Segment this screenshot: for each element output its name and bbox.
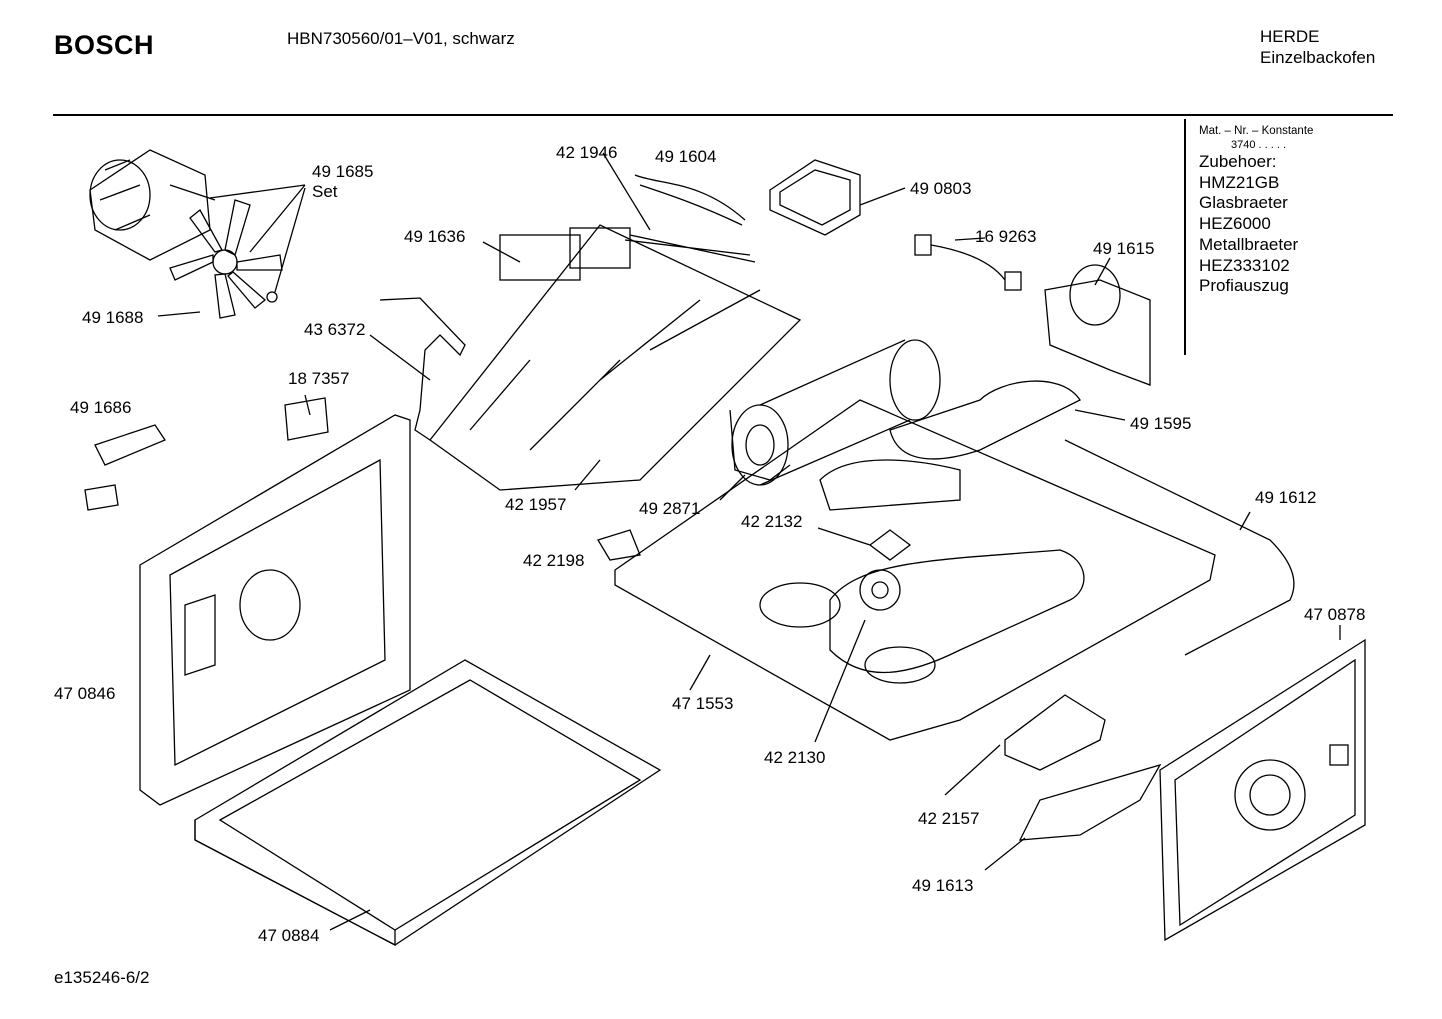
wire-illustration: [634, 174, 746, 221]
top-plate-illustration: [379, 224, 802, 491]
fan-motor-illustration: [89, 149, 216, 261]
accessory-item: Metallbraeter: [1199, 234, 1299, 254]
part-label-422157: 42 2157: [918, 809, 980, 828]
oven-plate-illustration: [614, 399, 1216, 741]
accessory-item: Profiauszug: [1199, 276, 1289, 296]
sensor-illustration: [1064, 439, 1295, 656]
tangential-fan-illustration: [729, 339, 941, 486]
bracket-illustration: [1044, 264, 1151, 386]
mat-number-label: Mat. – Nr. – Konstante: [1199, 125, 1314, 137]
tray-illustration: [194, 659, 662, 947]
brand-logo: BOSCH: [54, 30, 155, 60]
side-panel-illustration: [139, 414, 411, 806]
shield-illustration: [1018, 763, 1162, 841]
part-label-491636: 49 1636: [404, 227, 466, 246]
accessory-item: HEZ333102: [1199, 255, 1290, 275]
appliance-category: HERDE Einzelbackofen: [1260, 26, 1375, 68]
part-label-491613: 49 1613: [912, 876, 974, 895]
fan-blade-illustration: [169, 199, 283, 319]
part-label-471553: 47 1553: [672, 694, 734, 713]
accessories-divider: [1184, 119, 1186, 355]
model-number: HBN730560/01–V01, schwarz: [287, 29, 515, 48]
duct-illustration: [889, 380, 1081, 460]
part-label-492871: 49 2871: [639, 499, 701, 518]
part-label-490803: 49 0803: [910, 179, 972, 198]
part-label-491604: 49 1604: [655, 147, 717, 166]
part-label-422130: 42 2130: [764, 748, 826, 767]
part-label-470846: 47 0846: [54, 684, 116, 703]
part-label-491595: 49 1595: [1130, 414, 1192, 433]
part-label-187357: 18 7357: [288, 369, 350, 388]
part-label-491612: 49 1612: [1255, 488, 1317, 507]
mat-number-value: 3740 . . . . .: [1231, 139, 1287, 151]
part-label-set: Set: [312, 182, 338, 201]
part-label-491685: 49 1685: [312, 162, 374, 181]
module-illustration: [769, 159, 861, 236]
front-panel-illustration: [1159, 638, 1366, 942]
accessory-item: HEZ6000: [1199, 214, 1271, 234]
category-line-2: Einzelbackofen: [1260, 48, 1376, 67]
part-label-422198: 42 2198: [523, 551, 585, 570]
part-label-470878: 47 0878: [1304, 605, 1366, 624]
accessories-heading: Zubehoer:: [1199, 152, 1277, 171]
part-label-470884: 47 0884: [258, 926, 320, 945]
header-divider: [53, 114, 1393, 116]
accessory-item: Glasbraeter: [1199, 193, 1288, 213]
part-label-421957: 42 1957: [505, 495, 567, 514]
part-label-169263: 16 9263: [975, 227, 1037, 246]
accessories-panel: Mat. – Nr. – Konstante 3740 . . . . . Zu…: [1199, 124, 1313, 297]
part-label-436372: 43 6372: [304, 320, 366, 339]
part-label-491688: 49 1688: [82, 308, 144, 327]
accessory-item: HMZ21GB: [1199, 172, 1280, 192]
category-line-1: HERDE: [1260, 27, 1320, 46]
switch-illustration: [94, 424, 166, 466]
part-label-421946: 42 1946: [556, 143, 618, 162]
part-label-491686: 49 1686: [70, 398, 132, 417]
electronics-module-illustration: [1004, 694, 1106, 771]
part-label-422132: 42 2132: [741, 512, 803, 531]
part-label-491615: 49 1615: [1093, 239, 1155, 258]
drawing-code: e135246-6/2: [54, 968, 150, 987]
